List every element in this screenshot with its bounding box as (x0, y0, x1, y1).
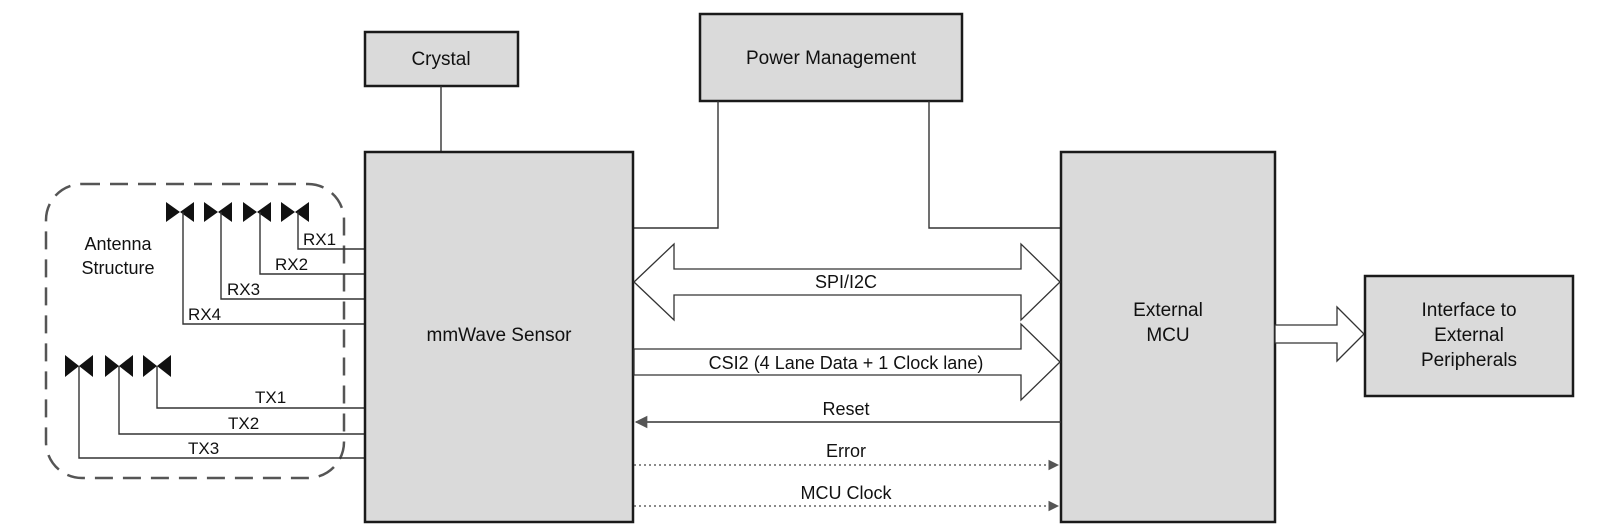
interface-label-line3: Peripherals (1421, 350, 1517, 371)
power-management-label: Power Management (746, 48, 917, 69)
interface-label-line1: Interface to (1421, 300, 1516, 321)
mmwave-sensor-block (363, 150, 635, 524)
crystal-label: Crystal (411, 49, 470, 70)
rx4-antenna-icon (166, 202, 194, 222)
tx2-label: TX2 (228, 414, 259, 433)
power-management-block (698, 12, 964, 103)
tx1-label: TX1 (255, 388, 286, 407)
spi-i2c-label: SPI/I2C (815, 272, 877, 292)
interface-arrow (1274, 305, 1365, 363)
rx1-antenna-icon (281, 202, 309, 222)
tx1-wire (156, 366, 365, 409)
interface-block (1363, 274, 1575, 398)
antenna-structure-region (44, 182, 346, 480)
rx4-label: RX4 (188, 305, 221, 324)
rx3-wire (220, 212, 365, 300)
tx1-antenna-icon (143, 355, 171, 377)
csi2-arrow (633, 322, 1061, 402)
rx3-label: RX3 (227, 280, 260, 299)
rx3-antenna-icon (204, 202, 232, 222)
tx2-antenna-icon (105, 355, 133, 377)
external-mcu-block (1059, 150, 1277, 524)
interface-label-line2: External (1434, 325, 1504, 346)
error-label: Error (826, 441, 866, 461)
tx3-wire (78, 366, 365, 459)
external-mcu-label-line1: External (1133, 300, 1203, 321)
spi-i2c-arrow (633, 242, 1061, 322)
power-to-sensor-wire (633, 101, 719, 229)
reset-label: Reset (822, 399, 869, 419)
tx2-wire (118, 366, 365, 435)
tx3-antenna-icon (65, 355, 93, 377)
mmwave-sensor-label: mmWave Sensor (427, 325, 573, 346)
rx4-wire (182, 212, 365, 325)
external-mcu-label-line2: MCU (1146, 325, 1189, 346)
power-to-mcu-wire (928, 101, 1061, 229)
rx2-wire (259, 212, 365, 275)
rx1-wire (297, 212, 365, 250)
rx2-antenna-icon (243, 202, 271, 222)
tx3-label: TX3 (188, 439, 219, 458)
antenna-structure-label-line1: Antenna (84, 234, 152, 254)
csi2-label: CSI2 (4 Lane Data + 1 Clock lane) (709, 353, 984, 373)
rx1-label: RX1 (303, 230, 336, 249)
mcu-clock-label: MCU Clock (800, 483, 892, 503)
rx2-label: RX2 (275, 255, 308, 274)
antenna-structure-label-line2: Structure (81, 258, 154, 278)
